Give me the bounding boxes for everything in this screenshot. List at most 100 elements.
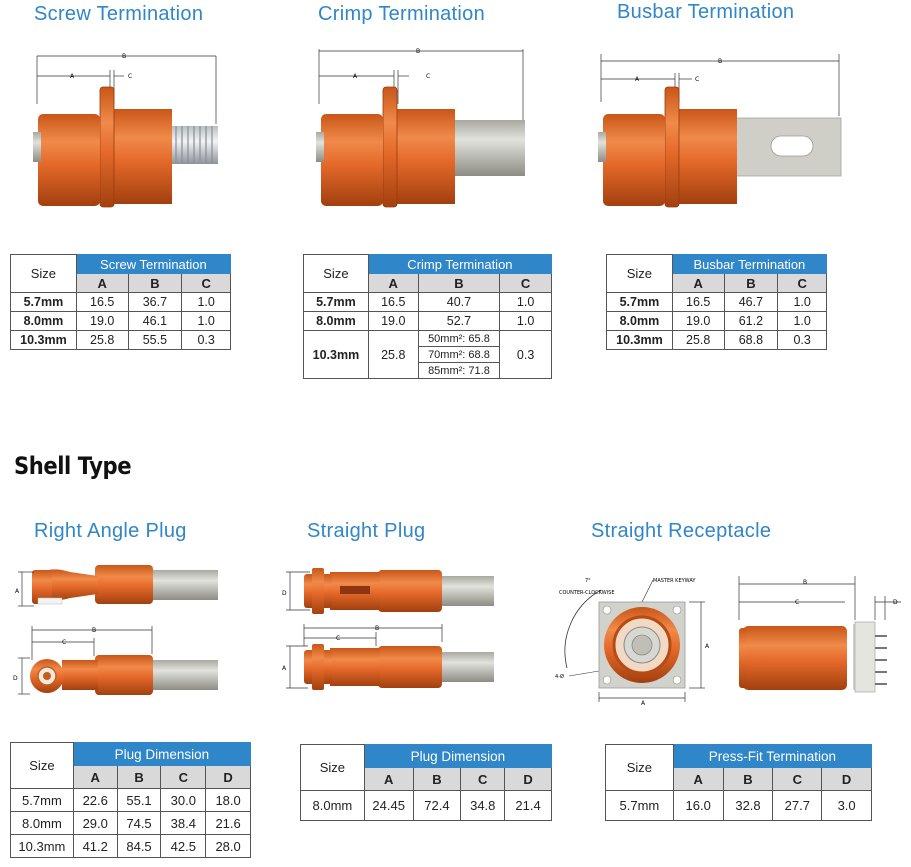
- table-title: Screw Termination: [75, 254, 232, 274]
- cell-b: 84.5: [116, 834, 162, 858]
- col-b: B: [116, 765, 162, 789]
- dim-a2-label: A: [705, 643, 710, 650]
- table-row: 10.3mm 25.8 68.8 0.3: [606, 330, 827, 350]
- degree-label: 7°: [585, 578, 591, 584]
- dim-b-label: B: [92, 627, 96, 634]
- row-size: 5.7mm: [10, 292, 77, 312]
- col-c: C: [499, 273, 552, 293]
- cell-c: 1.0: [181, 311, 231, 331]
- dim-b-label: B: [803, 579, 807, 586]
- table-row: 5.7mm 16.5 46.7 1.0: [606, 292, 827, 312]
- col-b: B: [412, 767, 462, 791]
- col-b: B: [722, 767, 774, 791]
- cell-b-option: 50mm²: 65.8: [417, 330, 501, 347]
- straight-receptacle-title: Straight Receptacle: [591, 520, 772, 542]
- table-row: 5.7mm 16.5 36.7 1.0: [10, 292, 231, 312]
- dim-c-label: C: [128, 73, 132, 80]
- cell-a: 19.0: [367, 311, 419, 331]
- cell-c: 1.0: [777, 292, 827, 312]
- cell-b-option: 70mm²: 68.8: [417, 346, 501, 363]
- straight-plug-title: Straight Plug: [307, 520, 426, 542]
- cell-a: 16.5: [75, 292, 129, 312]
- col-c: C: [772, 767, 823, 791]
- cell-c: 1.0: [777, 311, 827, 331]
- row-size: 8.0mm: [10, 811, 74, 835]
- table-row: 10.3mm 25.8 55.5 0.3: [10, 330, 231, 350]
- col-c: C: [160, 765, 207, 789]
- cell-c: 0.3: [181, 330, 231, 350]
- table-row: 5.7mm 16.0 32.8 27.7 3.0: [605, 790, 872, 821]
- dim-c-label: C: [426, 73, 430, 80]
- col-d: D: [821, 767, 872, 791]
- cell-d: 21.6: [205, 811, 251, 835]
- size-header: Size: [606, 254, 673, 293]
- row-size: 10.3mm: [10, 834, 74, 858]
- cell-a: 19.0: [75, 311, 129, 331]
- cell-c: 27.7: [772, 790, 823, 821]
- row-size: 5.7mm: [10, 788, 74, 812]
- right-angle-plug-table: Size Plug Dimension A B C D 5.7mm 22.6 5…: [10, 742, 252, 858]
- dim-b-label: B: [718, 58, 722, 65]
- dim-c-label: C: [62, 639, 66, 646]
- straight-receptacle-drawing: COUNTER-CLOCKWISE 7° MASTER KEYWAY 4-Ø A…: [555, 576, 901, 707]
- hole-label: 4-Ø: [555, 673, 564, 680]
- dim-a-label: A: [282, 665, 287, 672]
- table-row: 8.0mm 19.0 46.1 1.0: [10, 311, 231, 331]
- table-row: 8.0mm 29.0 74.5 38.4 21.6: [10, 811, 251, 835]
- cell-b: 61.2: [723, 311, 779, 331]
- shell-type-heading: Shell Type: [14, 452, 132, 480]
- table-row: 70mm²: 68.8: [304, 346, 552, 363]
- col-a: A: [75, 273, 129, 293]
- cell-c: 1.0: [499, 292, 552, 312]
- size-header: Size: [10, 254, 77, 293]
- col-b: B: [723, 273, 779, 293]
- dim-c-label: C: [336, 635, 340, 642]
- row-size: 5.7mm: [303, 292, 369, 312]
- crimp-termination-table: Size Crimp Termination A B C 5.7mm 16.5 …: [303, 254, 553, 379]
- cell-c: 1.0: [181, 292, 231, 312]
- screw-termination-drawing: B A C: [33, 53, 218, 208]
- dim-d-label: D: [282, 590, 287, 597]
- size-header: Size: [303, 254, 369, 293]
- col-b: B: [127, 273, 183, 293]
- size-header: Size: [300, 744, 365, 791]
- table-title: Plug Dimension: [72, 742, 252, 766]
- cell-a: 19.0: [671, 311, 725, 331]
- cell-b: 46.1: [127, 311, 183, 331]
- screw-termination-table: Size Screw Termination A B C 5.7mm 16.5 …: [10, 254, 232, 350]
- dim-a-label: A: [70, 73, 75, 80]
- crimp-termination-drawing: B A C: [316, 48, 525, 208]
- col-a: A: [367, 273, 419, 293]
- cell-b-option: 85mm²: 71.8: [417, 362, 501, 379]
- keyway-label: MASTER KEYWAY: [653, 578, 696, 584]
- table-title: Press-Fit Termination: [672, 744, 873, 768]
- dim-c-label: C: [795, 599, 799, 606]
- col-a: A: [363, 767, 414, 791]
- busbar-termination-drawing: B A C: [598, 54, 842, 208]
- cell-c: 0.3: [499, 330, 552, 379]
- cell-b: 40.7: [417, 292, 501, 312]
- crimp-termination-title: Crimp Termination: [318, 3, 486, 25]
- cell-a: 25.8: [671, 330, 725, 350]
- table-title: Plug Dimension: [363, 744, 553, 768]
- table-row: 8.0mm 19.0 52.7 1.0: [303, 311, 552, 331]
- dim-d-label: D: [13, 675, 18, 682]
- cell-c: 30.0: [160, 788, 207, 812]
- col-a: A: [672, 767, 724, 791]
- row-size: 5.7mm: [606, 292, 673, 312]
- row-size: 10.3mm: [303, 330, 369, 379]
- dim-a-label: A: [641, 700, 646, 707]
- row-size: 8.0mm: [303, 311, 369, 331]
- dim-a-label: A: [635, 76, 640, 83]
- right-angle-plug-drawing: A B C D: [13, 565, 218, 695]
- cell-c: 34.8: [460, 790, 506, 821]
- cell-a: 25.8: [75, 330, 129, 350]
- ccw-label: COUNTER-CLOCKWISE: [559, 590, 615, 596]
- cell-a: 16.5: [671, 292, 725, 312]
- table-title: Busbar Termination: [671, 254, 828, 274]
- cell-a: 22.6: [72, 788, 118, 812]
- busbar-termination-title: Busbar Termination: [617, 1, 795, 23]
- cell-b: 72.4: [412, 790, 462, 821]
- press-fit-termination-table: Size Press-Fit Termination A B C D 5.7mm…: [605, 744, 873, 821]
- col-c: C: [181, 273, 231, 293]
